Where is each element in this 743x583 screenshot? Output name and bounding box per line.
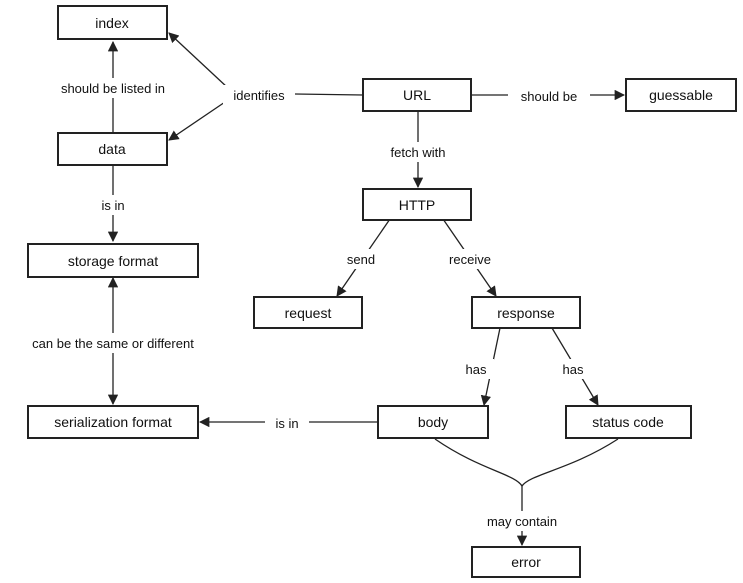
svg-text:should be listed in: should be listed in (61, 81, 165, 96)
node-status-code: status code (565, 405, 692, 439)
svg-text:error: error (511, 554, 541, 570)
node-request: request (253, 296, 363, 329)
svg-text:HTTP: HTTP (399, 197, 436, 213)
edge-label-should-be: should be (508, 86, 590, 106)
node-response: response (471, 296, 581, 329)
svg-text:receive: receive (449, 252, 491, 267)
edge-label-receive: receive (440, 249, 500, 269)
svg-text:guessable: guessable (649, 87, 713, 103)
node-guessable: guessable (625, 78, 737, 112)
edge-label-fetch-with: fetch with (375, 142, 461, 162)
edge-label-can-be-same-or-different: can be the same or different (5, 333, 223, 353)
svg-text:storage format: storage format (68, 253, 158, 269)
node-http: HTTP (362, 188, 472, 221)
svg-text:is in: is in (101, 198, 124, 213)
edge-identifies-index (168, 32, 229, 89)
edge-body-error-curve (434, 438, 523, 487)
svg-text:should be: should be (521, 89, 577, 104)
edge-label-identifies: identifies (223, 85, 295, 105)
edge-label-is-in-body: is in (265, 413, 309, 433)
node-storage-format: storage format (27, 243, 199, 278)
svg-text:send: send (347, 252, 375, 267)
node-data: data (57, 132, 168, 166)
edge-identifies-data (168, 99, 229, 141)
edge-label-send: send (339, 249, 383, 269)
edge-label-is-in-data: is in (91, 195, 135, 215)
svg-text:body: body (418, 414, 448, 430)
svg-text:fetch with: fetch with (391, 145, 446, 160)
edge-status-error-curve (521, 438, 619, 487)
svg-text:may contain: may contain (487, 514, 557, 529)
svg-text:can be the same or different: can be the same or different (32, 336, 194, 351)
svg-text:has: has (563, 362, 584, 377)
svg-text:response: response (497, 305, 555, 321)
edge-label-may-contain: may contain (470, 511, 574, 531)
svg-text:data: data (98, 141, 125, 157)
node-serialization-format: serialization format (27, 405, 199, 439)
svg-text:URL: URL (403, 87, 431, 103)
edge-label-has-status: has (555, 359, 591, 379)
node-body: body (377, 405, 489, 439)
svg-text:status code: status code (592, 414, 664, 430)
svg-text:request: request (285, 305, 332, 321)
node-index: index (57, 5, 168, 40)
svg-text:is in: is in (275, 416, 298, 431)
node-url: URL (362, 78, 472, 112)
svg-text:identifies: identifies (233, 88, 285, 103)
svg-text:index: index (95, 15, 128, 31)
edge-label-has-body: has (458, 359, 494, 379)
edge-label-should-be-listed-in: should be listed in (40, 78, 186, 98)
edge-url-identifies (294, 93, 364, 96)
node-error: error (471, 546, 581, 578)
svg-text:has: has (466, 362, 487, 377)
svg-text:serialization format: serialization format (54, 414, 172, 430)
